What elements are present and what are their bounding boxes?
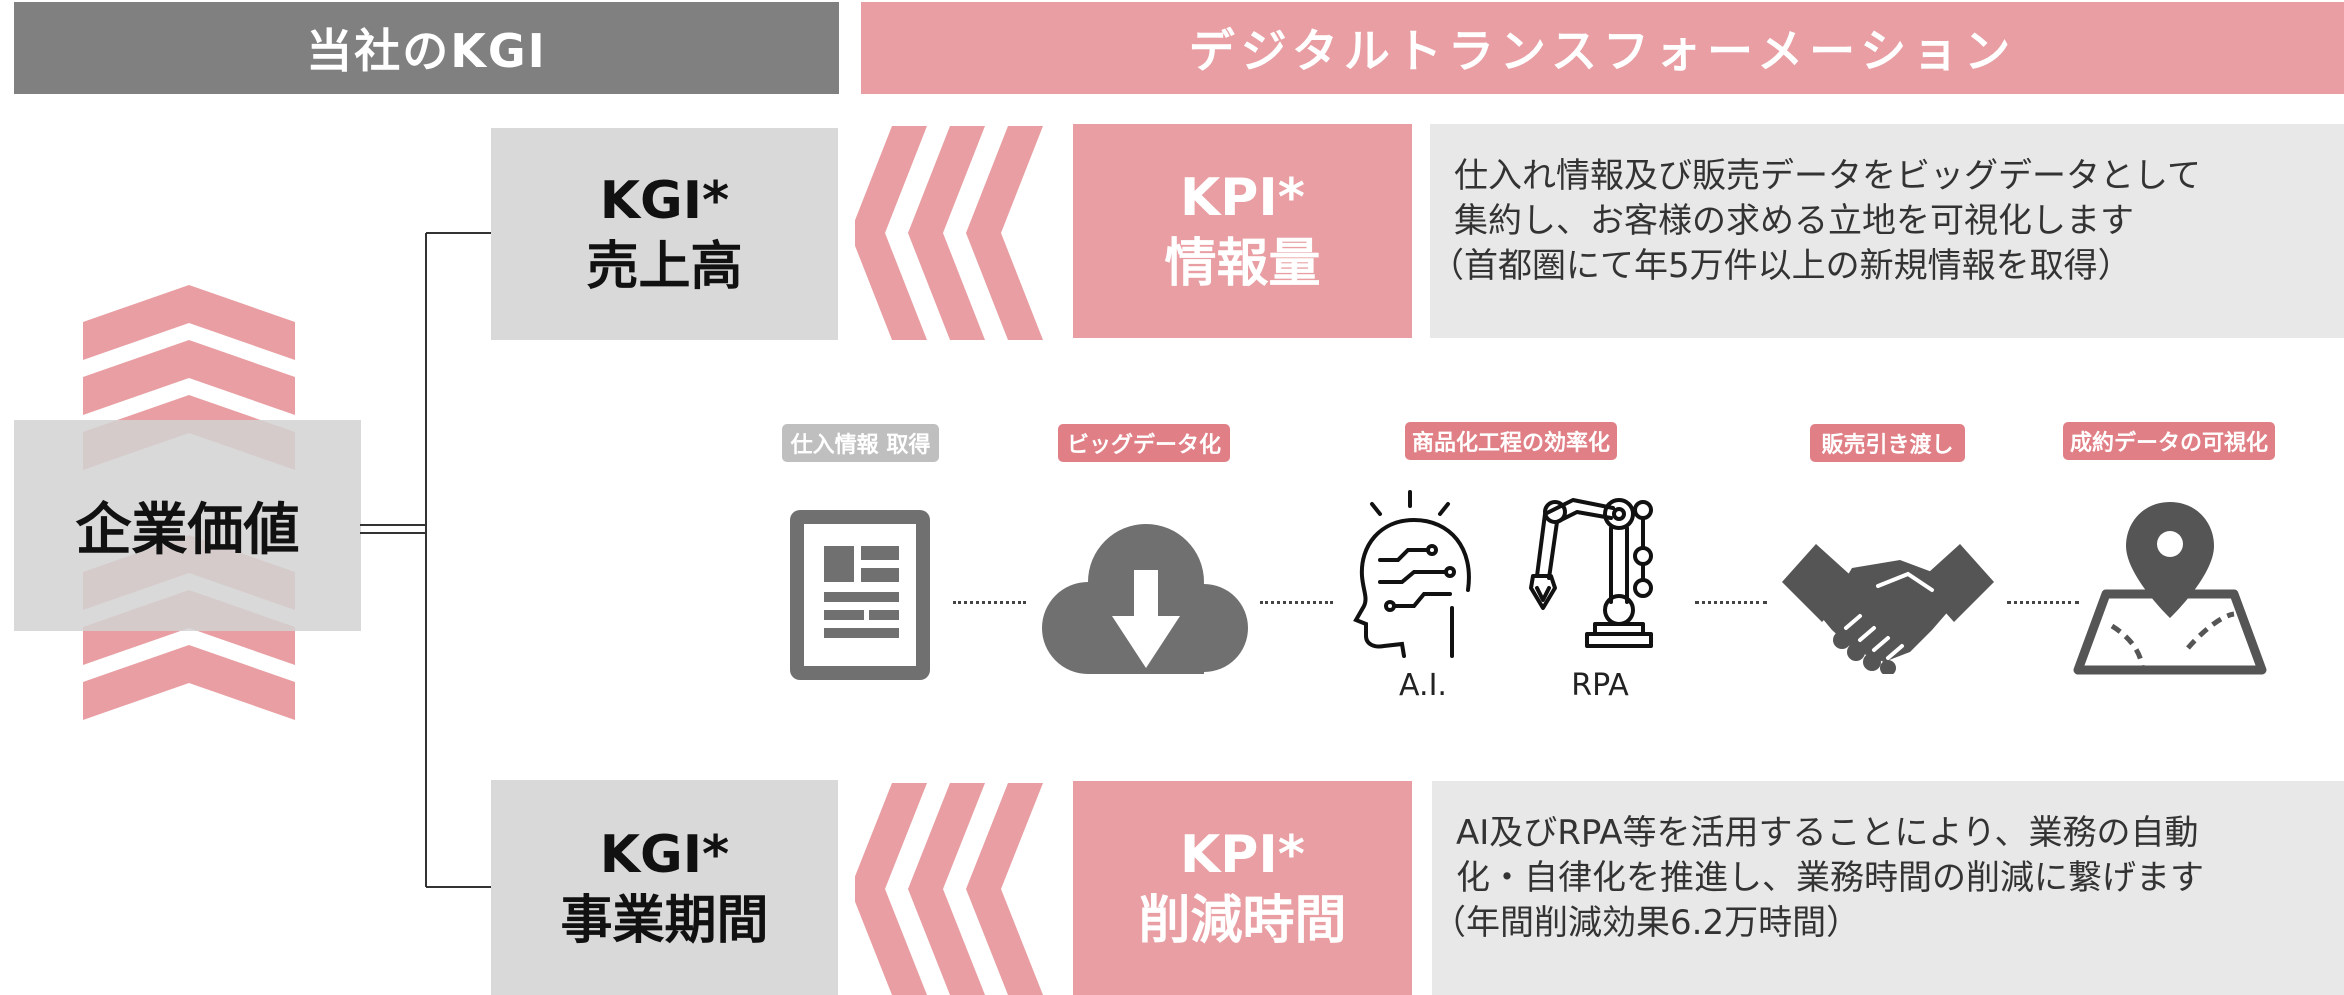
rpa-caption: RPA	[1571, 668, 1629, 703]
corporate-value-label: 企業価値	[75, 498, 300, 563]
step-tag-contract-visualization: 成約データの可視化	[2063, 422, 2275, 460]
description-bottom-box: AI及びRPA等を活用することにより、業務の自動 化・自律化を推進し、業務時間の…	[1432, 781, 2344, 995]
tree-connector-lines	[360, 232, 492, 888]
map-pin-icon	[2073, 502, 2267, 675]
step-tag-commercialization: 商品化工程の効率化	[1405, 422, 1617, 460]
connector-dots-3	[1695, 601, 1767, 604]
kgi-period-line1: KGI*	[599, 824, 730, 885]
kpi-reduction-line1: KPI*	[1180, 825, 1305, 885]
kpi-reduction-box: KPI* 削減時間	[1073, 781, 1412, 995]
ai-head-icon	[1353, 490, 1471, 658]
step-tag-big-data: ビッグデータ化	[1058, 424, 1230, 462]
left-chevron-arrows-bottom	[855, 783, 1043, 995]
kgi-sales-line2: 売上高	[586, 237, 743, 297]
connector-dots-1	[953, 601, 1026, 604]
robot-arm-icon	[1529, 498, 1653, 648]
cloud-download-icon	[1042, 524, 1248, 674]
ai-caption: A.I.	[1399, 668, 1447, 703]
connector-dots-2	[1260, 601, 1333, 604]
corporate-value-box: 企業価値	[14, 420, 361, 631]
header-left-title: 当社のKGI	[14, 2, 839, 94]
description-top-box: 仕入れ情報及び販売データをビッグデータとして 集約し、お客様の求める立地を可視化…	[1430, 124, 2344, 338]
description-top-line2: 集約し、お客様の求める立地を可視化します	[1454, 201, 2134, 241]
kgi-period-box: KGI* 事業期間	[491, 780, 838, 995]
description-bottom-line3: （年間削減効果6.2万時間）	[1432, 903, 1861, 943]
left-chevron-arrows-top	[855, 126, 1043, 340]
description-top-line1: 仕入れ情報及び販売データをビッグデータとして	[1454, 156, 2201, 196]
step-tag-sales-handover: 販売引き渡し	[1810, 424, 1965, 462]
description-bottom-line1: AI及びRPA等を活用することにより、業務の自動	[1456, 813, 2199, 853]
kgi-sales-line1: KGI*	[599, 171, 730, 231]
description-bottom-line2: 化・自律化を推進し、業務時間の削減に繋げます	[1456, 858, 2204, 898]
connector-dots-4	[2007, 601, 2079, 604]
kgi-period-line2: 事業期間	[560, 890, 769, 951]
description-top-line3: （首都圏にて年5万件以上の新規情報を取得）	[1430, 246, 2132, 286]
kpi-information-line1: KPI*	[1180, 168, 1305, 228]
header-right-title: デジタルトランスフォーメーション	[861, 2, 2344, 94]
step-tag-purchase-info: 仕入情報 取得	[782, 424, 939, 462]
kpi-information-line2: 情報量	[1164, 234, 1321, 294]
kpi-information-box: KPI* 情報量	[1073, 124, 1412, 338]
document-icon	[790, 510, 930, 680]
kgi-sales-box: KGI* 売上高	[491, 128, 838, 340]
kpi-reduction-line2: 削減時間	[1138, 891, 1347, 951]
handshake-icon	[1782, 544, 1994, 674]
